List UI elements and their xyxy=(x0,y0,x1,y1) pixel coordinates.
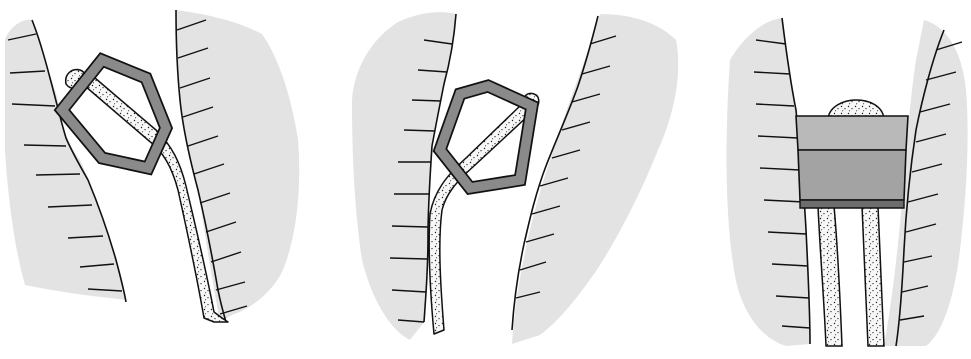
wedge-chock-body xyxy=(798,150,906,200)
panel-1 xyxy=(5,10,299,322)
rock-face-right xyxy=(512,14,678,344)
wedge-cable-right xyxy=(862,206,884,346)
hex-chock-fill xyxy=(440,86,532,188)
rock-face-right xyxy=(176,10,299,322)
panel-2 xyxy=(352,12,678,344)
wedge-chock-base xyxy=(800,200,904,208)
panel-3 xyxy=(727,18,968,346)
wedge-chock-top xyxy=(796,116,908,150)
wedge-cable-left xyxy=(818,206,842,346)
